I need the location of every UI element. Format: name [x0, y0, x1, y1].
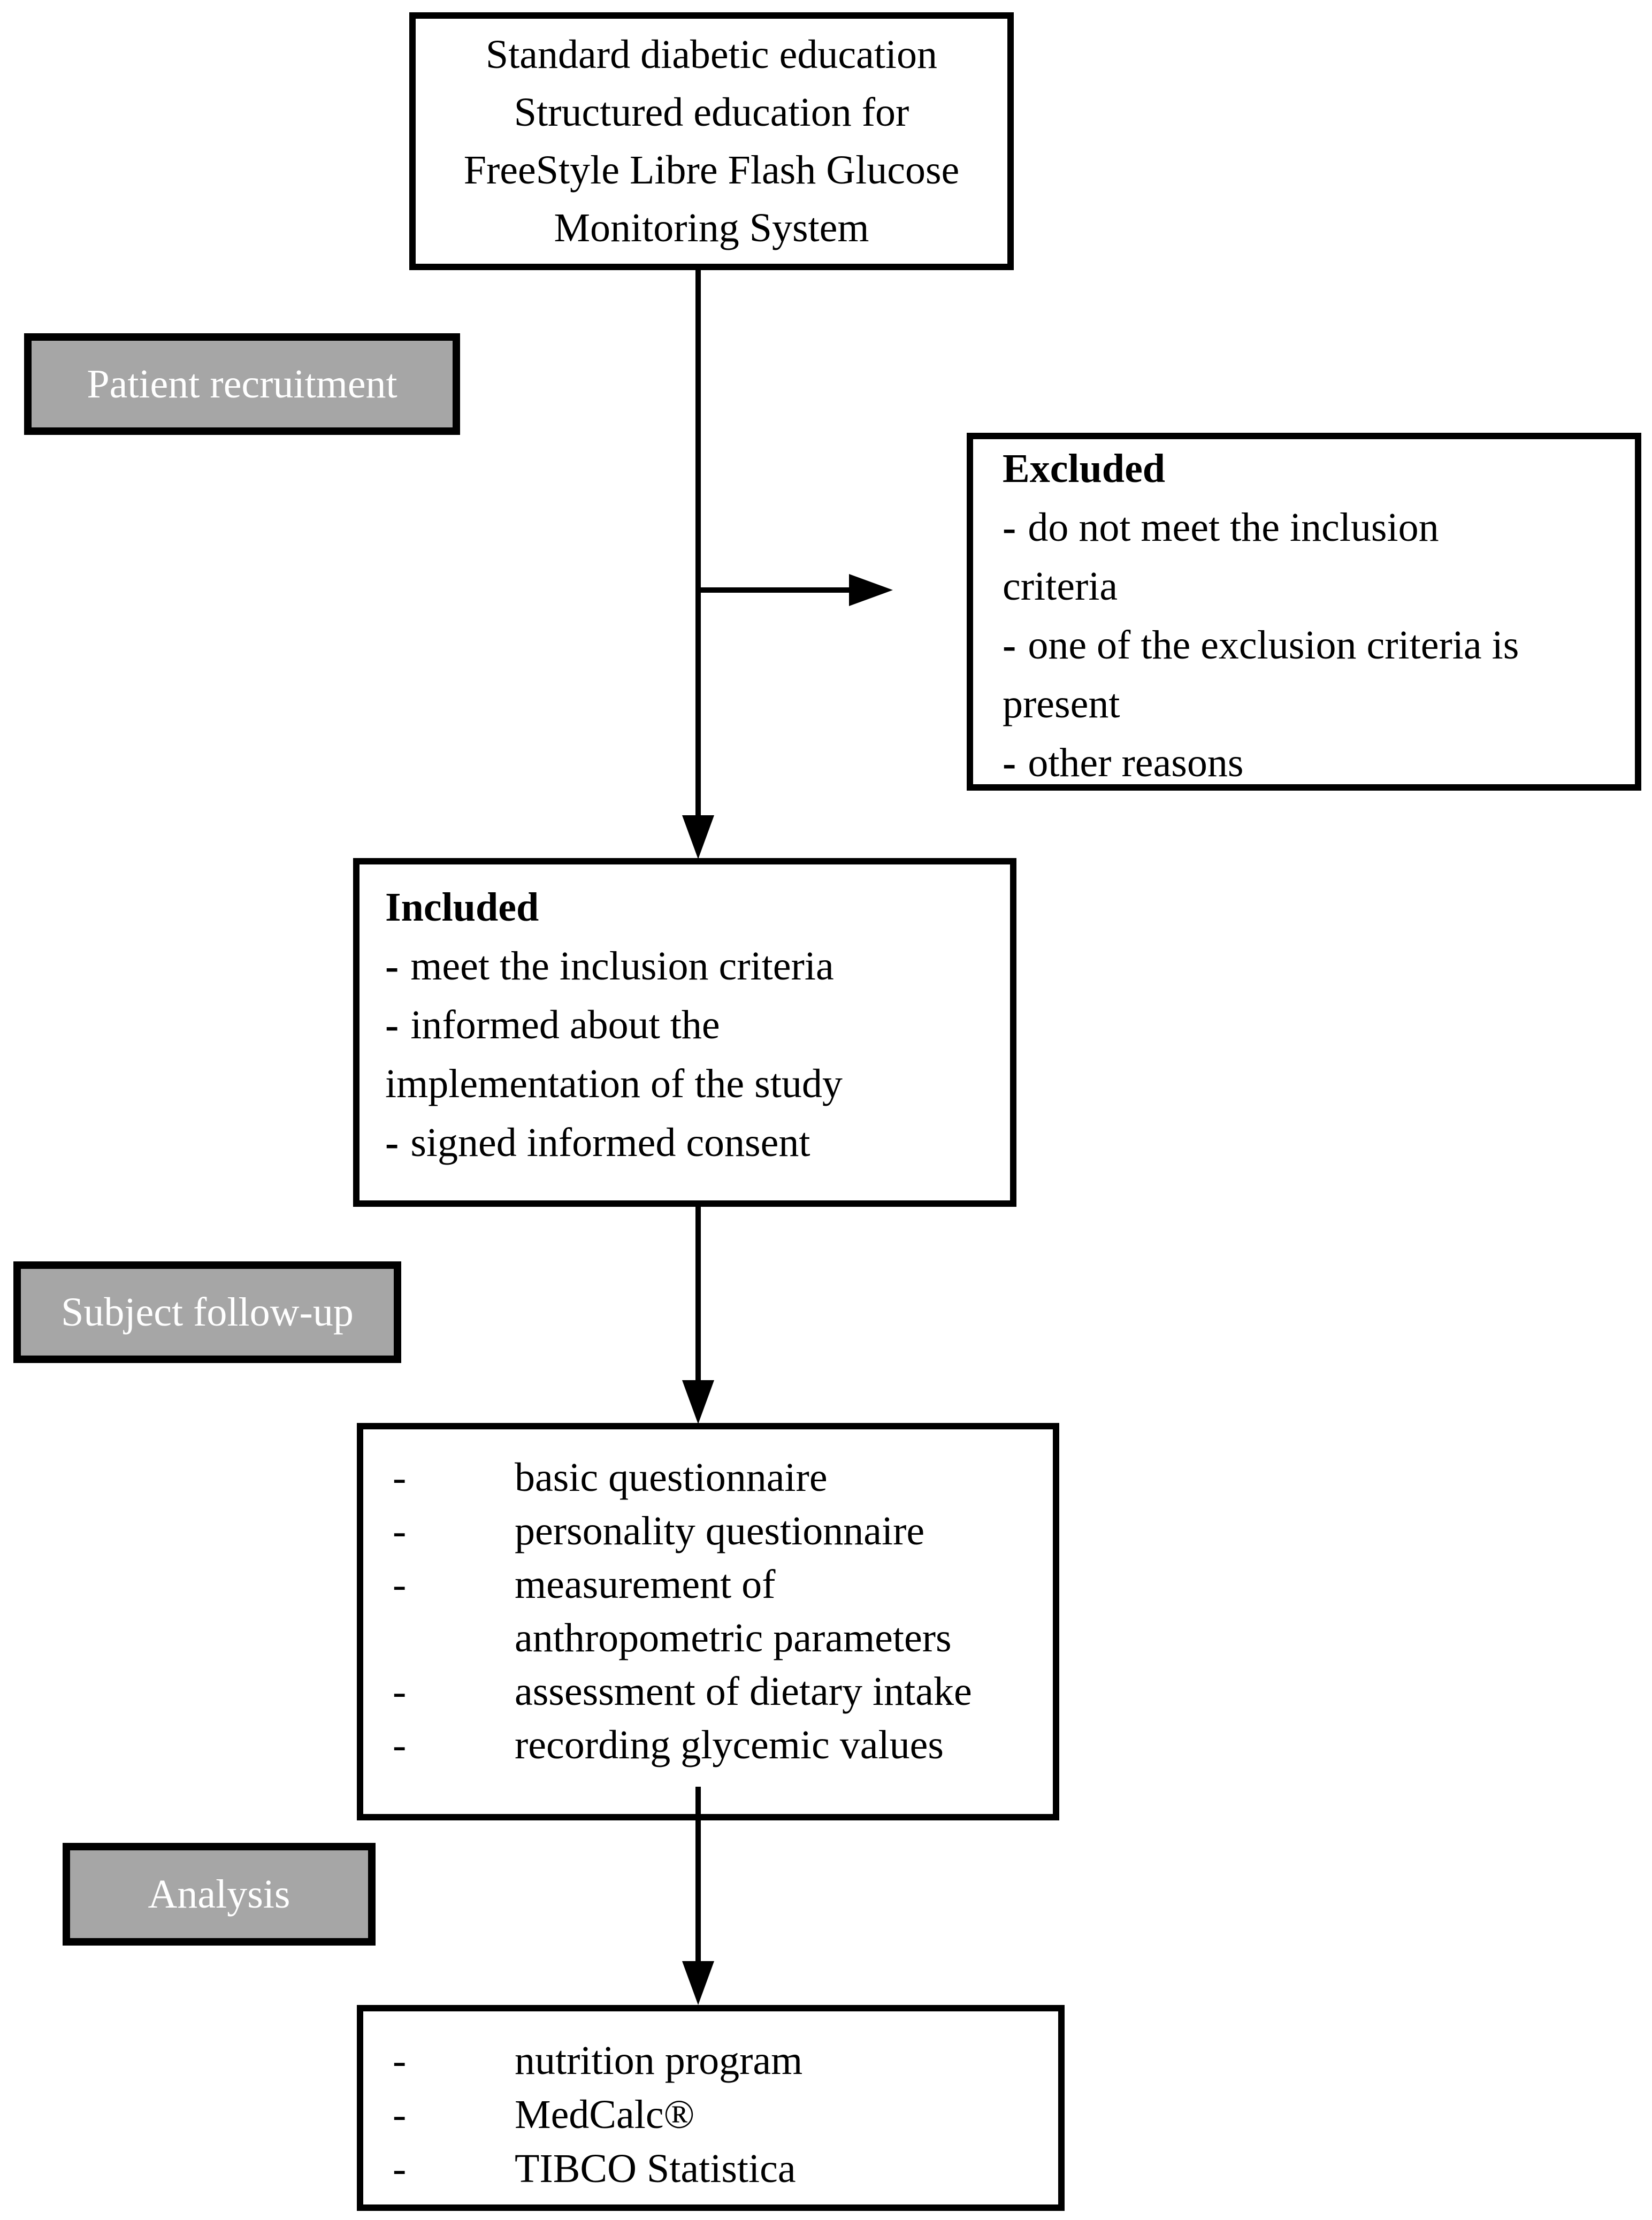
included-criteria-line: -meet the inclusion criteria — [385, 937, 994, 996]
dash-bullet: - — [393, 1562, 407, 1607]
stage-label-subject-followup: Subject follow-up — [13, 1261, 401, 1363]
dash-bullet: - — [385, 944, 399, 989]
dash-bullet: - — [393, 1669, 407, 1714]
stage-label-analysis: Analysis — [63, 1843, 376, 1946]
analysis-tool-row: - nutrition program — [393, 2034, 1050, 2088]
included-criteria-line-text: signed informed consent — [410, 1120, 810, 1165]
analysis-tool-row-text: TIBCO Statistica — [515, 2146, 796, 2191]
dash-bullet: - — [1003, 740, 1016, 785]
included-box-title: Included — [385, 885, 539, 930]
education-box-line: FreeStyle Libre Flash Glucose — [463, 148, 960, 193]
followup-task-row-text: assessment of dietary intake — [515, 1669, 972, 1714]
arrowhead-right-icon — [849, 574, 893, 606]
dash-bullet: - — [1003, 623, 1016, 668]
followup-task-row-text: recording glycemic values — [515, 1723, 944, 1767]
excluded-criteria-line: -one of the exclusion criteria is — [1003, 616, 1619, 675]
followup-tasks-box: - basic questionnaire - personality questio… — [357, 1423, 1059, 1820]
dash-bullet: - — [393, 2038, 407, 2083]
excluded-criteria-line-text: present — [1003, 682, 1120, 726]
stage-label-patient-recruitment: Patient recruitment — [24, 333, 460, 435]
dash-bullet: - — [393, 2092, 407, 2137]
dash-bullet: - — [393, 2146, 407, 2191]
dash-bullet: - — [385, 1002, 399, 1047]
analysis-tool-row-text: MedCalc® — [515, 2092, 695, 2137]
education-box-line: Standard diabetic education — [485, 32, 938, 77]
connector-line-vertical-2 — [695, 1207, 701, 1383]
analysis-tool-row: - MedCalc® — [393, 2088, 1050, 2142]
included-criteria-line-text: implementation of the study — [385, 1061, 843, 1106]
followup-task-row: - measurement of — [393, 1558, 1044, 1611]
included-criteria-line: -informed about the — [385, 996, 994, 1054]
included-box: Included -meet the inclusion criteria-in… — [353, 858, 1016, 1207]
excluded-criteria-line: -other reasons — [1003, 733, 1619, 785]
followup-task-row-text: basic questionnaire — [515, 1455, 828, 1500]
included-criteria-line: implementation of the study — [385, 1054, 994, 1113]
dash-bullet: - — [1003, 505, 1016, 550]
included-criteria-line-text: meet the inclusion criteria — [410, 944, 834, 989]
education-box-line: Structured education for — [514, 90, 909, 135]
excluded-criteria-line-text: do not meet the inclusion — [1028, 505, 1439, 550]
excluded-criteria-line: -do not meet the inclusion — [1003, 498, 1619, 557]
excluded-criteria-line: criteria — [1003, 557, 1619, 616]
connector-line-vertical-1 — [695, 270, 701, 821]
followup-task-row: anthropometric parameters — [393, 1611, 1044, 1665]
followup-task-row: - assessment of dietary intake — [393, 1665, 1044, 1718]
excluded-criteria-line-text: criteria — [1003, 564, 1118, 609]
dash-bullet: - — [393, 1723, 407, 1767]
dash-bullet: - — [385, 1120, 399, 1165]
followup-task-row-text: anthropometric parameters — [515, 1616, 952, 1660]
stage-label-text: Analysis — [148, 1871, 290, 1917]
excluded-criteria-line-text: one of the exclusion criteria is — [1028, 623, 1519, 668]
followup-task-row-text: measurement of — [515, 1562, 776, 1607]
dash-bullet: - — [393, 1509, 407, 1553]
included-criteria-line: -signed informed consent — [385, 1113, 994, 1172]
dash-bullet: - — [393, 1455, 407, 1500]
analysis-tool-row: - TIBCO Statistica — [393, 2142, 1050, 2196]
included-box-lines: -meet the inclusion criteria-informed ab… — [385, 937, 994, 1172]
connector-line-vertical-3 — [695, 1787, 701, 1964]
followup-task-row: - recording glycemic values — [393, 1718, 1044, 1772]
arrowhead-down-icon — [682, 1380, 714, 1424]
education-box-line: Monitoring System — [554, 205, 869, 250]
connector-line-branch-to-excluded — [698, 587, 853, 593]
stage-label-text: Patient recruitment — [87, 361, 397, 407]
arrowhead-down-icon — [682, 815, 714, 859]
stage-label-text: Subject follow-up — [61, 1289, 354, 1335]
included-criteria-line-text: informed about the — [410, 1002, 720, 1047]
excluded-criteria-line-text: other reasons — [1028, 740, 1244, 785]
dash-bullet — [393, 1611, 515, 1665]
excluded-box-title: Excluded — [1003, 446, 1166, 491]
followup-task-row: - basic questionnaire — [393, 1451, 1044, 1504]
analysis-tool-row-text: nutrition program — [515, 2038, 803, 2083]
excluded-criteria-line: present — [1003, 675, 1619, 733]
analysis-tools-box: - nutrition program - MedCalc® - TIBCO Statis… — [357, 2005, 1065, 2211]
followup-task-row: - personality questionnaire — [393, 1504, 1044, 1558]
followup-task-row-text: personality questionnaire — [515, 1509, 925, 1553]
arrowhead-down-icon — [682, 1961, 714, 2005]
